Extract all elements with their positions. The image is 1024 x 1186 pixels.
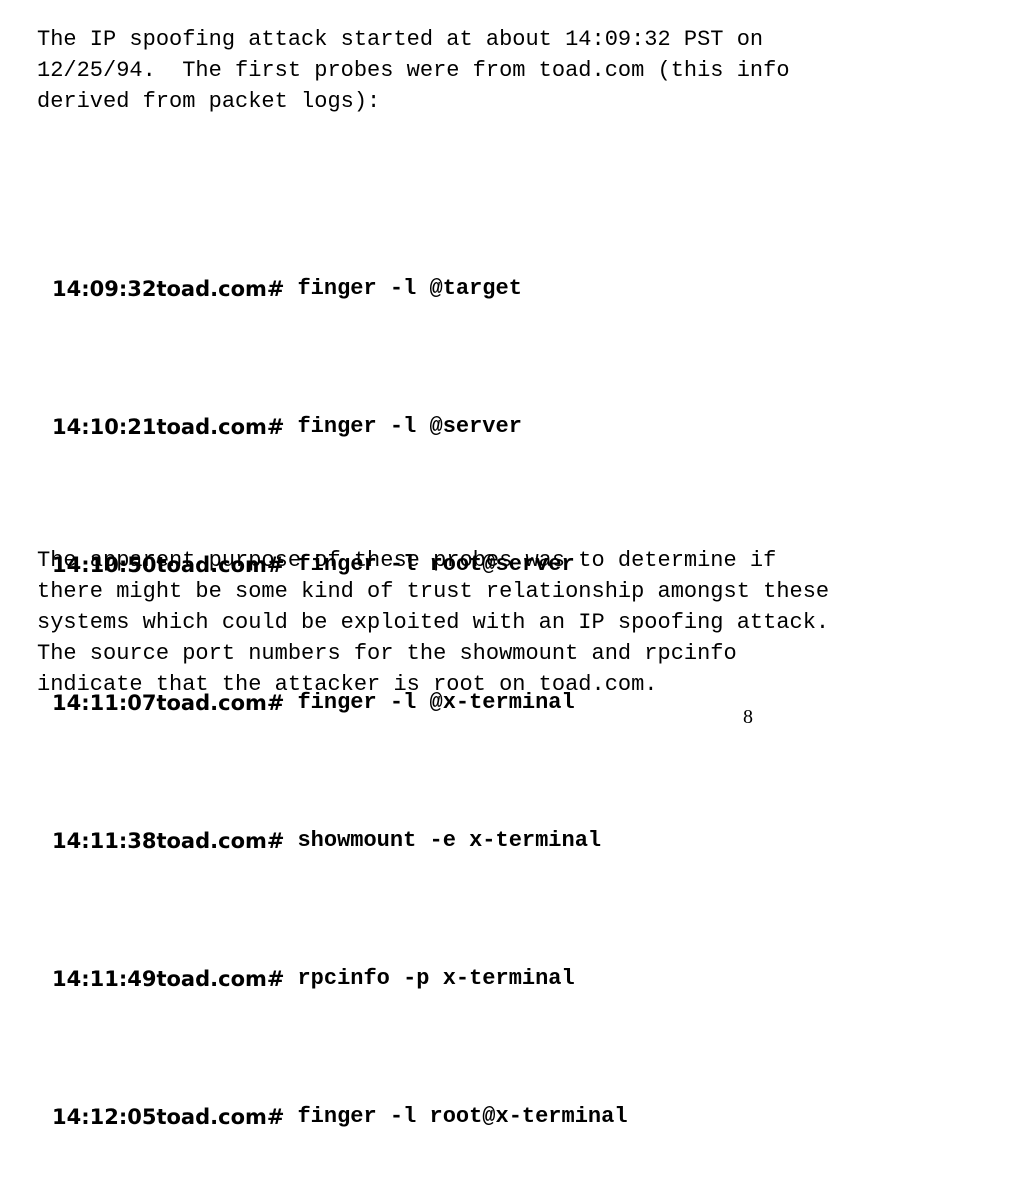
- log-command: finger -l @target: [297, 276, 522, 301]
- log-host: toad.com#: [156, 1105, 285, 1129]
- log-host: toad.com#: [156, 277, 285, 301]
- outro-line: The source port numbers for the showmoun…: [37, 641, 737, 666]
- log-time: 14:12:05: [52, 1105, 157, 1129]
- log-time: 14:11:49: [52, 967, 157, 991]
- log-host: toad.com#: [156, 829, 285, 853]
- intro-line: derived from packet logs):: [37, 89, 381, 114]
- log-time: 14:09:32: [52, 277, 157, 301]
- intro-paragraph: The IP spoofing attack started at about …: [37, 24, 997, 117]
- page-number: 8: [743, 706, 753, 728]
- log-host: toad.com#: [156, 415, 285, 439]
- log-time: 14:11:38: [52, 829, 157, 853]
- log-command: rpcinfo -p x-terminal: [297, 966, 575, 991]
- log-host: toad.com#: [156, 967, 285, 991]
- outro-paragraph: The apparent purpose of these probes was…: [37, 545, 997, 700]
- log-command: finger -l root@server: [297, 552, 575, 577]
- log-command: showmount -e x-terminal: [297, 828, 602, 853]
- intro-line: 12/25/94. The first probes were from toa…: [37, 58, 790, 83]
- log-command: finger -l root@x-terminal: [297, 1104, 628, 1129]
- log-command: finger -l @x-terminal: [297, 690, 575, 715]
- outro-line: The apparent purpose of these probes was…: [37, 548, 777, 573]
- log-time: 14:10:21: [52, 415, 157, 439]
- outro-line: indicate that the attacker is root on to…: [37, 672, 658, 697]
- log-host: toad.com#: [156, 691, 285, 715]
- log-time: 14:10:50: [52, 553, 157, 577]
- log-host: toad.com#: [156, 553, 285, 577]
- log-command: finger -l @server: [297, 414, 522, 439]
- outro-line: there might be some kind of trust relati…: [37, 579, 830, 604]
- intro-line: The IP spoofing attack started at about …: [37, 27, 764, 52]
- log-time: 14:11:07: [52, 691, 157, 715]
- outro-line: systems which could be exploited with an…: [37, 610, 830, 635]
